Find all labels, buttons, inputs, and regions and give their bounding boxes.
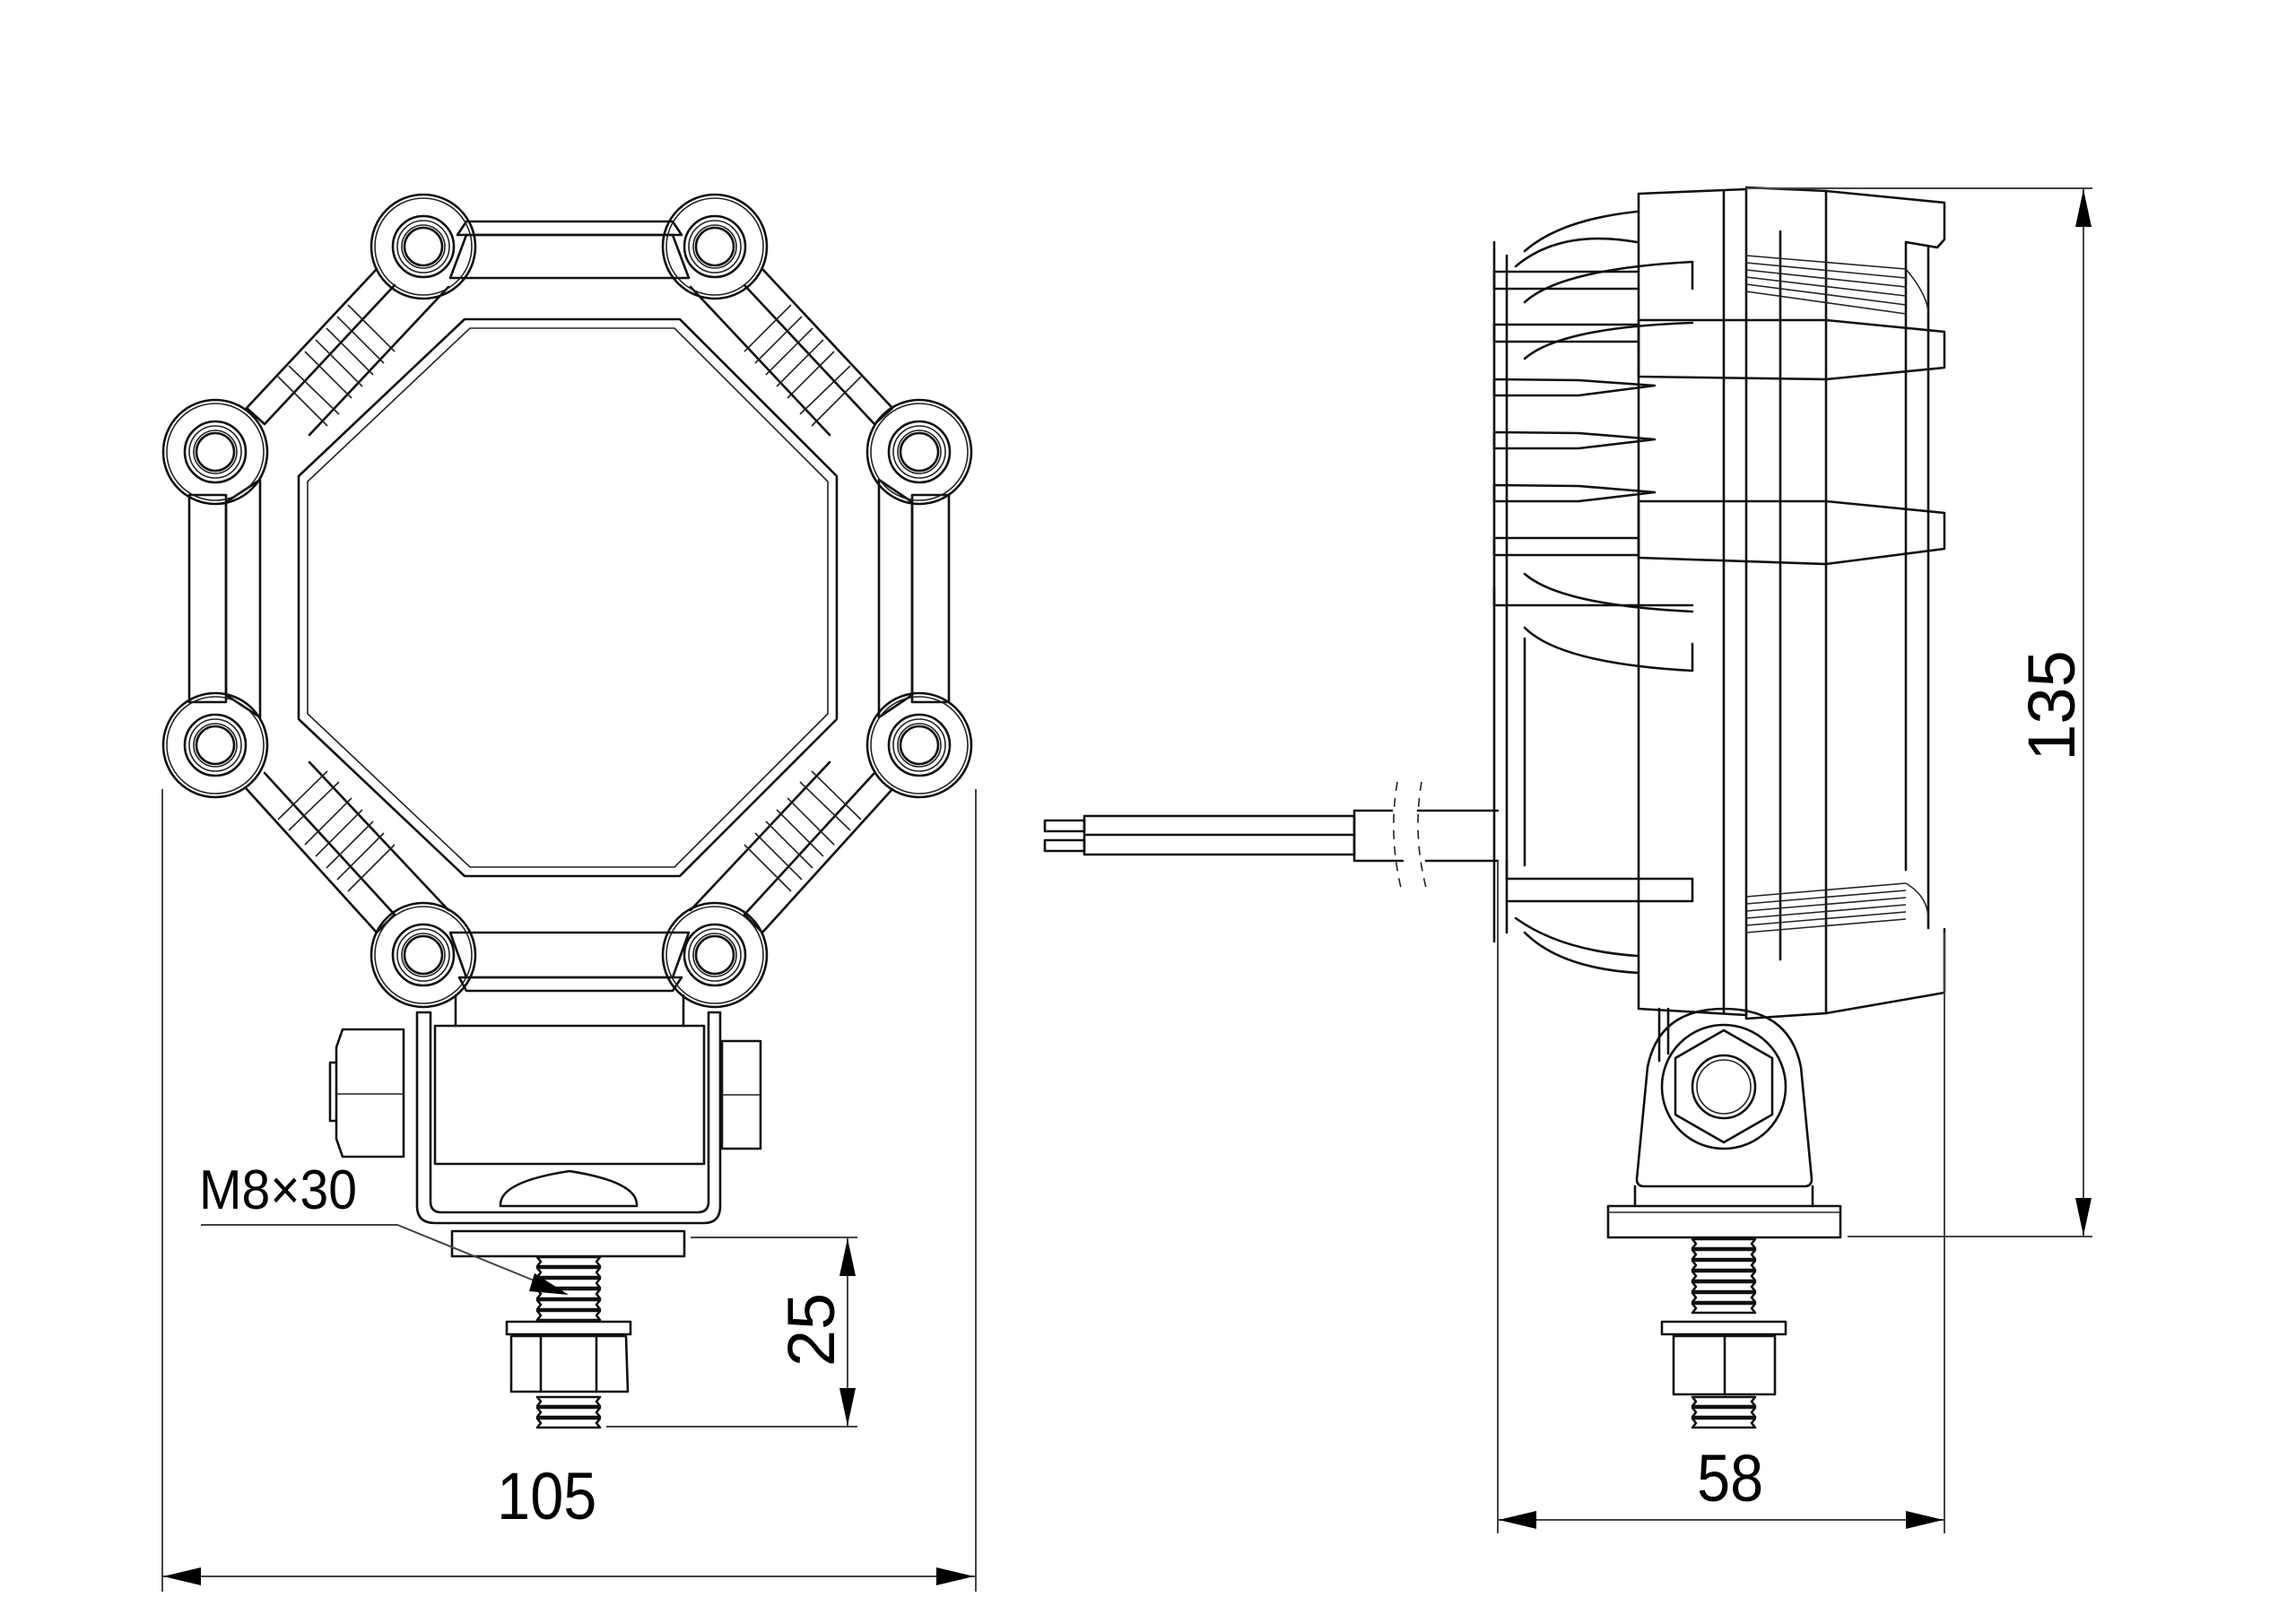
dimension-58	[1497, 861, 1945, 1533]
stud-length-dimension-label: 25	[774, 1292, 848, 1367]
stud-thread-callout: M8×30	[199, 1159, 358, 1221]
height-dimension-label: 135	[2014, 650, 2089, 761]
side-housing	[1637, 186, 1946, 1020]
front-mounting-stud	[505, 1255, 632, 1429]
dimension-135	[1746, 187, 2092, 1237]
front-screw-bosses	[161, 193, 973, 1009]
dimension-105	[161, 789, 977, 1592]
depth-dimension-label: 58	[1697, 1441, 1764, 1515]
dimension-25	[606, 1237, 857, 1428]
side-heatsink-fins	[1492, 210, 1694, 975]
side-swivel-bracket	[1606, 1007, 1842, 1239]
side-mounting-stud	[1660, 1237, 1787, 1429]
stud-callout-leader	[201, 1224, 569, 1295]
width-dimension-label: 105	[497, 1459, 597, 1533]
front-view	[161, 193, 977, 1592]
side-cable	[1043, 781, 1500, 889]
side-view	[1043, 186, 2092, 1533]
front-bracket	[328, 994, 762, 1258]
front-ribs	[277, 304, 862, 892]
front-lens	[297, 317, 839, 878]
